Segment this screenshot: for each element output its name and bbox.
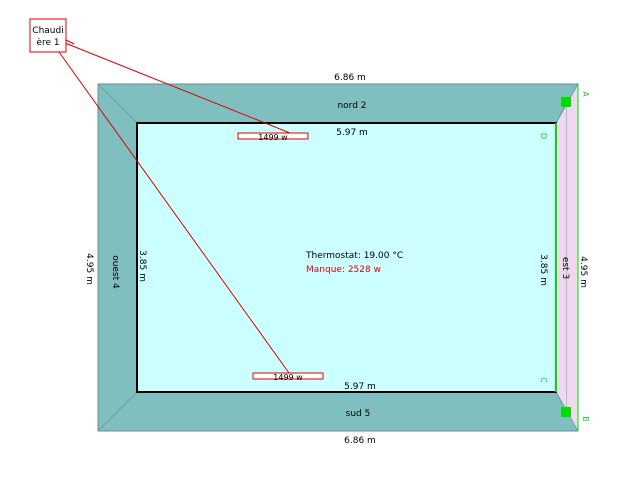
shortfall-label: Manque: 2528 w: [306, 265, 381, 275]
wall-label-west: ouest 4: [110, 255, 120, 289]
corner-label-b: B: [581, 416, 590, 422]
radiator-top[interactable]: [237, 132, 309, 140]
boiler-link-top: [64, 42, 291, 134]
selection-handle-top[interactable]: [561, 97, 571, 107]
radiator-top-power: 1499 w: [258, 133, 288, 142]
thermostat-label: Thermostat: 19.00 °C: [305, 251, 403, 261]
boiler-box[interactable]: [29, 18, 67, 53]
corner-label-c: C: [539, 377, 548, 383]
bevel-bottom-left: [97, 391, 138, 432]
selection-handle-bottom[interactable]: [561, 407, 571, 417]
dim-outer-left: 4.95 m: [84, 253, 94, 285]
east-wall-outer-strip[interactable]: [567, 84, 578, 431]
boiler-label-line2: ère 1: [36, 37, 59, 48]
dim-inner-right: 3.85 m: [538, 254, 548, 286]
boiler-label-line1: Chaudi: [32, 26, 63, 36]
wall-label-north: nord 2: [337, 101, 366, 111]
corner-label-d: D: [539, 133, 548, 139]
corner-label-a: A: [581, 91, 590, 97]
dim-inner-bottom: 5.97 m: [344, 382, 376, 392]
dim-inner-top: 5.97 m: [336, 128, 368, 138]
wall-label-east: est 3: [560, 257, 570, 279]
dim-outer-bottom: 6.86 m: [344, 436, 376, 446]
boiler-link-stub: [65, 39, 75, 45]
dim-outer-right: 4.95 m: [578, 256, 588, 288]
radiator-bottom-power: 1499 w: [273, 373, 303, 382]
boiler-link-bottom: [58, 51, 290, 374]
bevel-top-left: [97, 83, 138, 124]
wall-label-south: sud 5: [346, 409, 371, 419]
dim-inner-left: 3.85 m: [137, 250, 147, 282]
radiator-bottom[interactable]: [252, 372, 324, 380]
dim-outer-top: 6.86 m: [334, 73, 366, 83]
